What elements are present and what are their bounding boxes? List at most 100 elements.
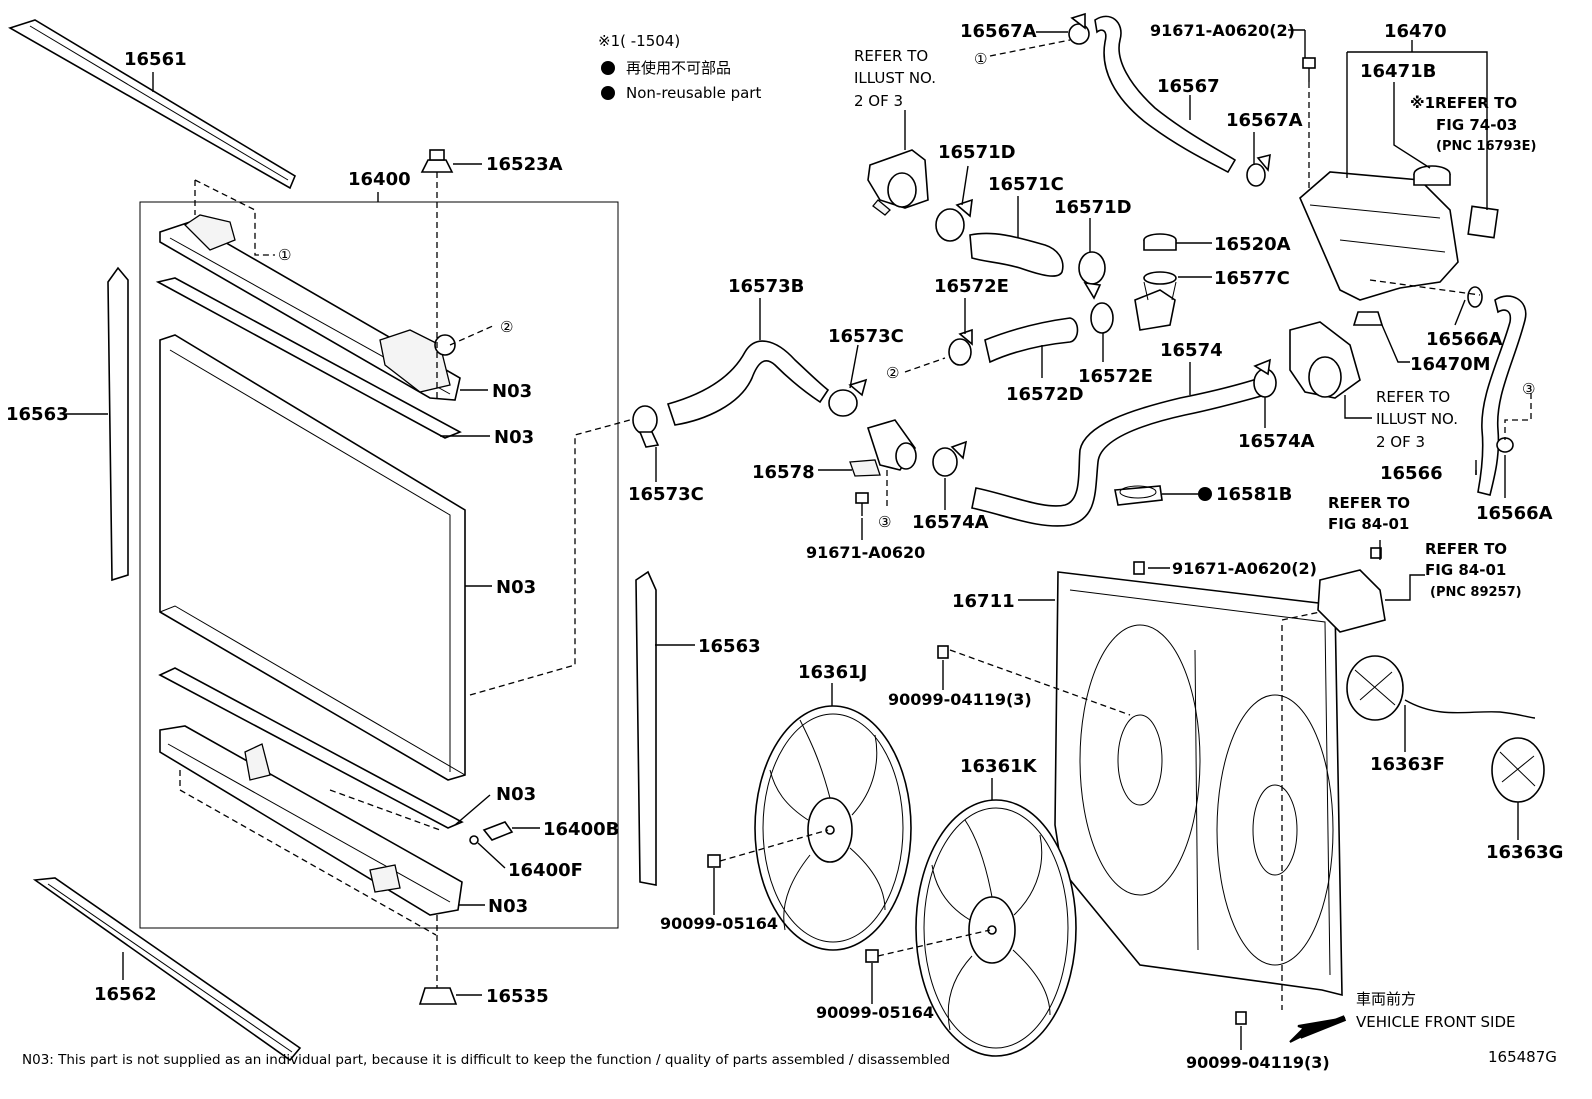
label-16471B: 16471B <box>1360 61 1436 82</box>
drain-cock <box>482 821 514 841</box>
water-hose-16572D <box>984 317 1079 364</box>
label-16574A-mid: 16574A <box>912 512 989 533</box>
bolt-91671-A0620-module <box>1370 547 1382 559</box>
refer-8401a-2: FIG 84-01 <box>1328 515 1409 533</box>
label-90099-04119-3-bottom: 90099-04119(3) <box>1186 1053 1330 1072</box>
label-16577C: 16577C <box>1214 268 1290 289</box>
refer-7403-1: ※1REFER TO <box>1410 94 1517 112</box>
refer-7403-2: FIG 74-03 <box>1436 116 1517 134</box>
refer-8401a-1: REFER TO <box>1328 494 1410 512</box>
label-16573C-bottom: 16573C <box>628 484 704 505</box>
water-outlet-housing <box>867 149 929 216</box>
footnote: N03: This part is not supplied as an ind… <box>22 1052 950 1068</box>
callout-2-hose: ② <box>886 364 899 382</box>
nonreusable-en: Non-reusable part <box>626 84 761 102</box>
cooling-fan-16361J <box>754 705 912 951</box>
callout-1-radiator: ① <box>278 246 291 264</box>
label-16573B: 16573B <box>728 276 804 297</box>
radiator-assembly <box>8 19 695 1062</box>
bolt-90099-04119-bottom <box>1235 1011 1247 1025</box>
radiator-assembly-box <box>139 201 619 929</box>
label-16572E-bottom: 16572E <box>1078 366 1153 387</box>
nonreusable-jp: 再使用不可部品 <box>626 59 731 77</box>
coolant-reservoir-tank <box>1299 171 1459 301</box>
fan-nut-90099-05164-bottom <box>865 949 879 963</box>
label-16567A-mid: 16567A <box>1226 110 1303 131</box>
reservoir-hose-16567 <box>1094 15 1237 174</box>
label-16561: 16561 <box>124 49 187 70</box>
label-16567A-top: 16567A <box>960 21 1037 42</box>
label-n03-3: N03 <box>496 577 536 598</box>
label-90099-05164-left: 90099-05164 <box>660 914 778 933</box>
label-90099-05164-bottom: 90099-05164 <box>816 1003 934 1022</box>
lower-seal-sheet <box>158 667 464 829</box>
fan-control-module <box>1317 569 1386 633</box>
refer-8401b-3: (PNC 89257) <box>1430 585 1522 600</box>
label-16566A-bottom: 16566A <box>1476 503 1553 524</box>
label-16574: 16574 <box>1160 340 1223 361</box>
bolt-91671-A0620 <box>855 492 869 516</box>
label-16563-left: 16563 <box>6 404 69 425</box>
label-16520A: 16520A <box>1214 234 1291 255</box>
callout-2-radiator: ② <box>500 318 513 336</box>
label-16572D: 16572D <box>1006 384 1084 405</box>
label-16571C: 16571C <box>988 174 1064 195</box>
refer-8401b-2: FIG 84-01 <box>1425 561 1506 579</box>
radiator-core <box>159 334 466 781</box>
reservoir-grommet <box>1352 311 1384 326</box>
label-16470M: 16470M <box>1410 354 1491 375</box>
label-16470: 16470 <box>1384 21 1447 42</box>
label-16361K: 16361K <box>960 756 1038 777</box>
fan-motor-16363G <box>1491 737 1545 803</box>
right-side-seal <box>635 570 657 886</box>
hose-clamp-16571D-right <box>1078 251 1106 300</box>
label-16400F: 16400F <box>508 860 583 881</box>
label-91671-A0620: 91671-A0620 <box>806 543 925 562</box>
callout-1-hose: ① <box>974 50 987 68</box>
refer-8401b-1: REFER TO <box>1425 540 1507 558</box>
upper-seal-sheet <box>155 277 462 439</box>
hose-clamp-16566A-top <box>1467 286 1483 308</box>
refer-illust-right-1: REFER TO <box>1376 388 1450 406</box>
coolant-cap-16520A <box>1143 233 1177 251</box>
fan-shroud <box>1054 571 1343 997</box>
labels: ※1( -1504) 再使用不可部品 Non-reusable part 165… <box>6 21 1563 1072</box>
hose-clamp-16574A-mid <box>932 440 968 477</box>
hose-clamp-16573C-bottom <box>632 405 660 448</box>
hose-clamp-16567A-top <box>1068 12 1090 45</box>
refer-illust-top-3: 2 OF 3 <box>854 92 903 110</box>
label-16573C-top: 16573C <box>828 326 904 347</box>
reservoir-group <box>1036 12 1532 498</box>
refer-illust-right-3: 2 OF 3 <box>1376 433 1425 451</box>
label-16572E-top: 16572E <box>934 276 1009 297</box>
fan-motor-16363F <box>1346 655 1536 721</box>
hose-clamp-16572E-bottom <box>1090 302 1114 334</box>
label-16581B: 16581B <box>1216 484 1292 505</box>
coolant-fitting-16577C <box>1134 271 1177 331</box>
caution-label <box>1467 205 1499 239</box>
label-16571D-left: 16571D <box>938 142 1016 163</box>
reservoir-hose-16566 <box>1477 295 1527 496</box>
hose-clamp-16567A-mid <box>1246 153 1271 187</box>
bolt-91671-A0620-shroud <box>1133 561 1145 575</box>
refer-7403-3: (PNC 16793E) <box>1436 139 1536 154</box>
label-16566A-top: 16566A <box>1426 329 1503 350</box>
label-16400B: 16400B <box>543 819 619 840</box>
label-16571D-right: 16571D <box>1054 197 1132 218</box>
drain-cock-o-ring <box>469 835 479 845</box>
label-16361J: 16361J <box>798 662 867 683</box>
refer-illust-top-1: REFER TO <box>854 47 928 65</box>
nonreusable-bullet-en <box>601 86 615 100</box>
diagram-id: 165487G <box>1488 1048 1557 1066</box>
label-n03-4: N03 <box>496 784 536 805</box>
radiator-hose-16573B <box>666 340 830 426</box>
cooling-fan-16361K <box>915 799 1077 1057</box>
hose-clamp-16574A-right <box>1253 358 1277 398</box>
label-91671-A0620-2-fan: 91671-A0620(2) <box>1172 559 1317 578</box>
label-n03-1: N03 <box>492 381 532 402</box>
label-16400: 16400 <box>348 169 411 190</box>
hoses-group <box>632 39 1372 540</box>
label-16711: 16711 <box>952 591 1015 612</box>
refer-illust-top-2: ILLUST NO. <box>854 69 936 87</box>
